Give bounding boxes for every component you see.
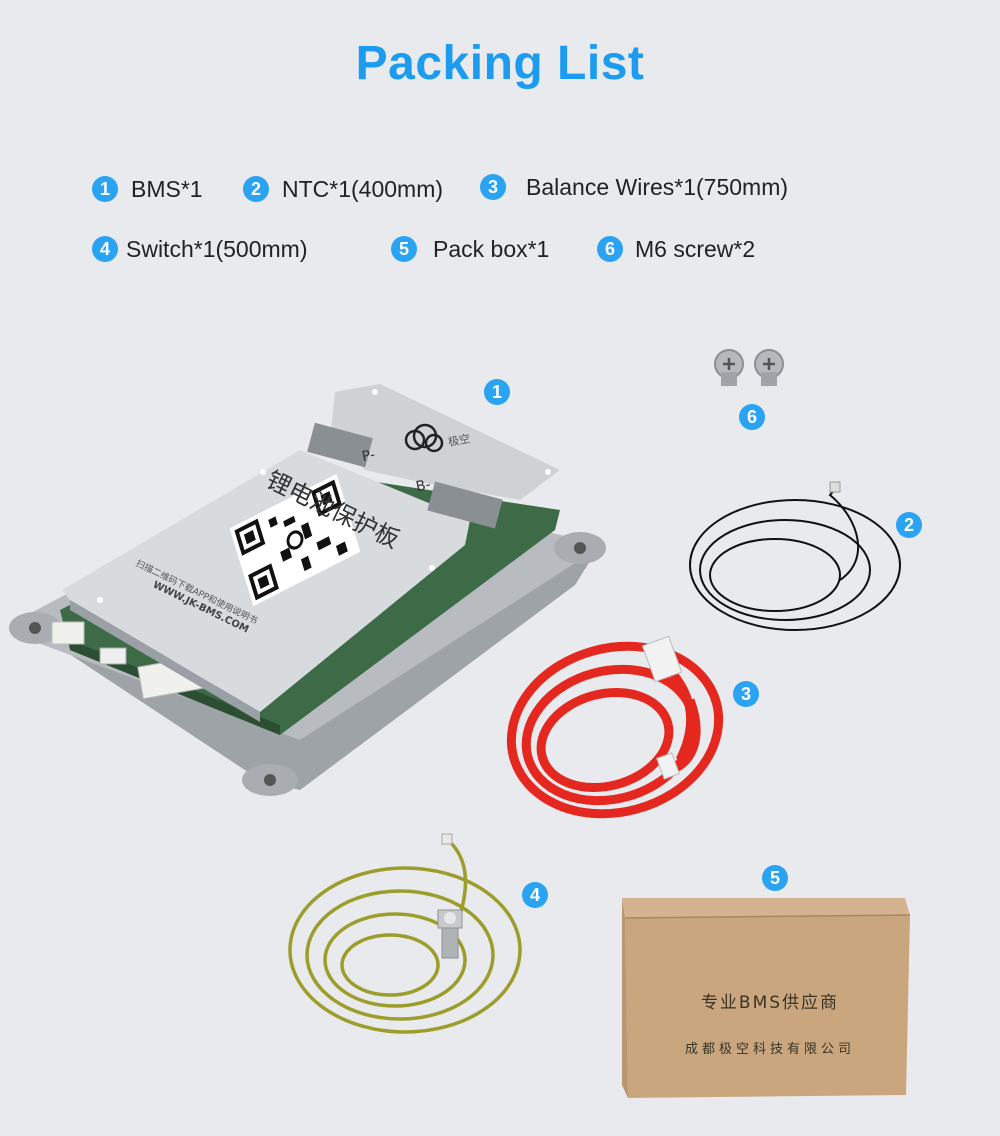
number-badge: 1 bbox=[92, 176, 118, 202]
switch-button-image bbox=[437, 909, 463, 959]
list-item-pack-box: 5 Pack box*1 bbox=[391, 233, 549, 265]
list-item-label: BMS*1 bbox=[131, 175, 203, 202]
screws-image bbox=[714, 349, 784, 386]
number-badge: 2 bbox=[243, 176, 269, 202]
badge-2: 2 bbox=[896, 512, 922, 538]
switch-wire-image bbox=[288, 838, 522, 1034]
badge-5: 5 bbox=[762, 865, 788, 891]
list-item-ntc: 2 NTC*1(400mm) bbox=[243, 173, 443, 205]
list-item-screws: 6 M6 screw*2 bbox=[597, 233, 755, 265]
ntc-wire-image bbox=[689, 481, 901, 631]
cloud-logo-icon bbox=[404, 423, 444, 453]
badge-3: 3 bbox=[733, 681, 759, 707]
number-badge: 6 bbox=[597, 236, 623, 262]
number-badge: 3 bbox=[480, 174, 506, 200]
number-badge: 5 bbox=[391, 236, 417, 262]
list-item-label: NTC*1(400mm) bbox=[282, 175, 444, 202]
badge-6: 6 bbox=[739, 404, 765, 430]
qr-code-image bbox=[229, 473, 361, 607]
list-item-label: Pack box*1 bbox=[433, 235, 550, 262]
bms-board-image bbox=[9, 384, 606, 796]
list-item-switch: 4 Switch*1(500mm) bbox=[92, 233, 308, 265]
list-item-label: Balance Wires*1(750mm) bbox=[526, 173, 789, 200]
page-title: Packing List bbox=[355, 37, 645, 90]
balance-wires-image bbox=[506, 641, 724, 819]
badge-4: 4 bbox=[522, 882, 548, 908]
number-badge: 4 bbox=[92, 236, 118, 262]
list-item-label: Switch*1(500mm) bbox=[126, 235, 308, 262]
board-terminal-b: B- bbox=[414, 476, 433, 496]
pack-box-image bbox=[622, 898, 911, 1098]
list-item-balance-wires: 3 Balance Wires*1(750mm) bbox=[480, 171, 788, 203]
box-text-line1: 专业BMS供应商 bbox=[700, 993, 840, 1013]
box-text-line2: 成都极空科技有限公司 bbox=[684, 1042, 855, 1057]
list-item-label: M6 screw*2 bbox=[635, 235, 756, 262]
badge-1: 1 bbox=[484, 379, 510, 405]
list-item-bms: 1 BMS*1 bbox=[92, 173, 203, 205]
